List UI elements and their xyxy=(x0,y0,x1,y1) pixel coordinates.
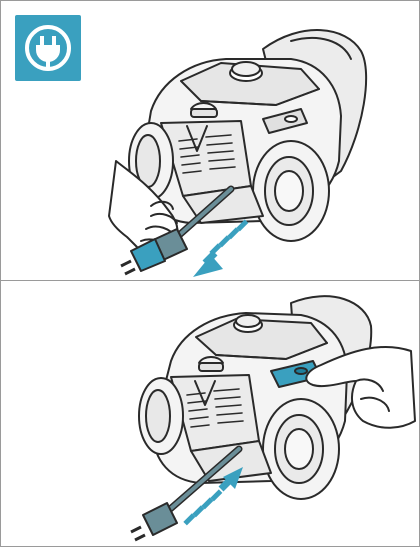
plug-icon xyxy=(131,503,177,540)
vacuum-cleaner-icon xyxy=(139,296,371,499)
arrow-outward-icon xyxy=(193,219,248,277)
step-1-illustration xyxy=(1,11,419,279)
step-2-illustration xyxy=(1,281,419,545)
